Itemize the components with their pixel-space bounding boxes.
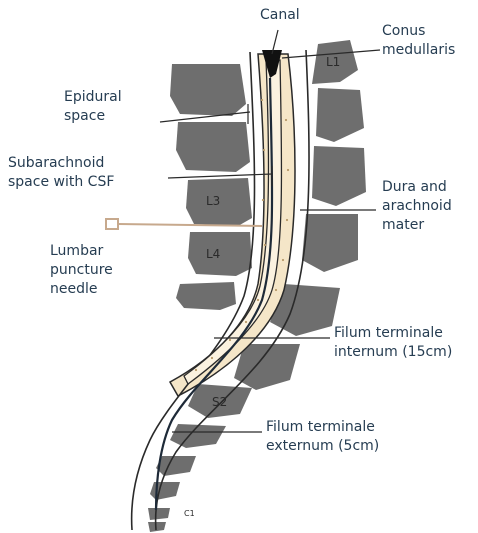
vertebra-l4-body [302, 214, 358, 272]
vertebra-left-5 [176, 282, 236, 310]
label-filum-terminale-externum: Filum terminale externum (5cm) [266, 418, 379, 456]
vertebra-label-l4: L4 [206, 247, 220, 261]
label-conus-medullaris: Conus medullaris [382, 22, 455, 60]
vertebra-l2 [316, 88, 364, 142]
label-canal: Canal [260, 6, 300, 25]
vertebra-left-2 [176, 122, 250, 172]
vertebra-s4 [156, 456, 196, 476]
leader-subarachnoid [168, 174, 272, 178]
vertebra-c1 [148, 508, 170, 520]
label-lumbar-puncture-needle: Lumbar puncture needle [50, 242, 113, 299]
vertebra-s3 [170, 424, 226, 448]
vertebra-left-1 [170, 64, 246, 116]
label-subarachnoid-space: Subarachnoid space with CSF [8, 154, 114, 192]
label-dura-arachnoid: Dura and arachnoid mater [382, 178, 452, 235]
vertebra-c2 [148, 522, 166, 532]
vertebra-label-s2: S2 [212, 395, 227, 409]
label-filum-terminale-internum: Filum terminale internum (15cm) [334, 324, 452, 362]
vertebra-label-l1: L1 [326, 55, 340, 69]
vertebra-l3-body [312, 146, 366, 206]
vertebra-label-l3: L3 [206, 194, 220, 208]
vertebrae-left [170, 64, 252, 310]
vertebra-s5 [150, 482, 180, 500]
vertebra-label-c1: C1 [184, 509, 195, 518]
label-epidural-space: Epidural space [64, 88, 122, 126]
